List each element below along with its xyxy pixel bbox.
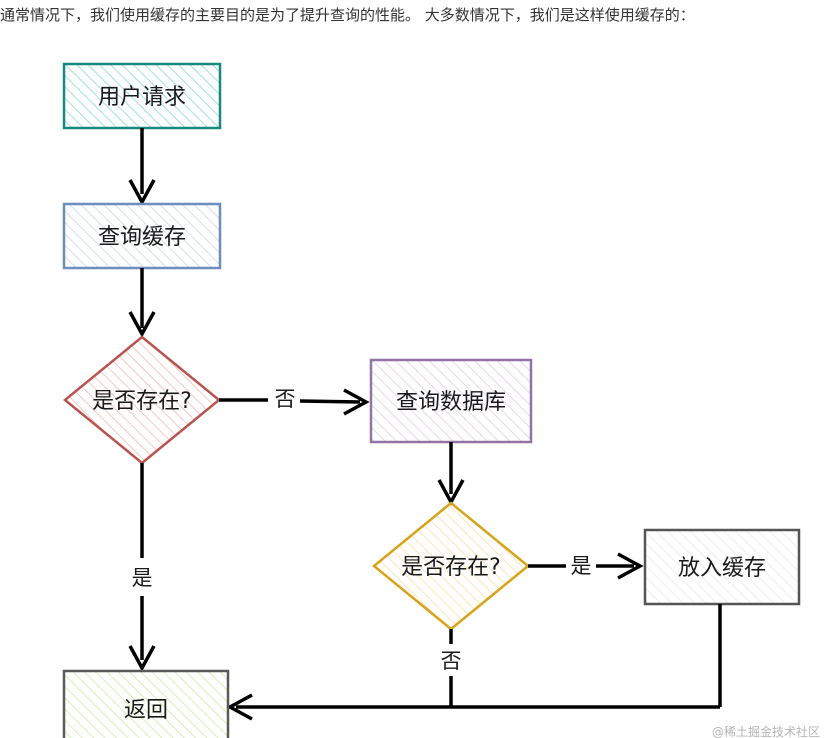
edge-cache-to-check <box>128 268 156 338</box>
node-exists-check-1: 是否存在? <box>63 335 221 465</box>
node-put-cache-label: 放入缓存 <box>678 556 766 581</box>
node-user-request: 用户请求 <box>62 62 222 130</box>
edge-putcache-to-return <box>226 604 722 721</box>
edge-check1-yes: 是 <box>128 463 156 672</box>
edge-check2-yes: 是 <box>528 552 644 580</box>
watermark: @稀土掘金技术社区 <box>712 724 820 738</box>
edge-label-yes-1: 是 <box>132 566 153 590</box>
node-return: 返回 <box>62 669 230 738</box>
node-exists-check-1-label: 是否存在? <box>92 389 192 414</box>
node-query-db-label: 查询数据库 <box>396 390 506 415</box>
node-user-request-label: 用户请求 <box>98 85 186 110</box>
intro-text: 通常情况下，我们使用缓存的主要目的是为了提升查询的性能。 大多数情况下，我们是这… <box>0 6 695 24</box>
node-put-cache: 放入缓存 <box>643 528 801 606</box>
node-query-cache: 查询缓存 <box>62 202 222 270</box>
node-exists-check-2-label: 是否存在? <box>401 555 501 580</box>
node-exists-check-2: 是否存在? <box>372 501 530 631</box>
node-return-label: 返回 <box>124 698 168 723</box>
node-query-db: 查询数据库 <box>369 358 533 444</box>
edge-label-no-2: 否 <box>441 649 462 673</box>
edge-request-to-cache <box>128 128 156 206</box>
edge-label-no-1: 否 <box>275 387 296 411</box>
edge-db-to-check <box>437 442 465 506</box>
edge-label-yes-2: 是 <box>571 554 592 578</box>
edge-check1-no: 否 <box>219 387 370 416</box>
node-query-cache-label: 查询缓存 <box>98 225 186 250</box>
edge-check2-no: 否 <box>441 629 462 706</box>
